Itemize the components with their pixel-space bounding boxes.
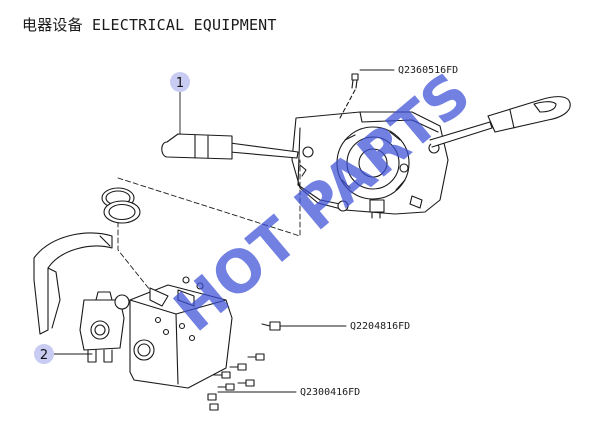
ignition-lock-housing <box>129 276 233 389</box>
assembly-dash-line-2 <box>117 205 151 291</box>
combination-switch-body <box>291 111 449 219</box>
lock-cylinder-assembly <box>79 291 130 363</box>
part-code-q2204816fd: Q2204816FD <box>350 321 410 332</box>
part-code-q2360516fd: Q2360516FD <box>398 65 458 76</box>
callout-1-number: 1 <box>176 76 184 91</box>
right-stalk-lever <box>429 96 571 148</box>
page-title: 电器设备 ELECTRICAL EQUIPMENT <box>22 16 277 34</box>
callout-2-number: 2 <box>40 348 48 363</box>
part-code-q2300416fd: Q2300416FD <box>300 387 360 398</box>
screw-set-q2300416fd <box>207 353 265 411</box>
assembly-dash-line <box>117 159 301 237</box>
steering-column-shroud <box>33 232 113 335</box>
callout-1: 1 <box>170 72 190 92</box>
snap-rings <box>101 187 141 224</box>
left-stalk-lever <box>161 133 299 160</box>
screw-q2204816fd <box>261 321 281 331</box>
screw-q2360516fd <box>339 73 359 119</box>
callout-2: 2 <box>34 344 54 364</box>
